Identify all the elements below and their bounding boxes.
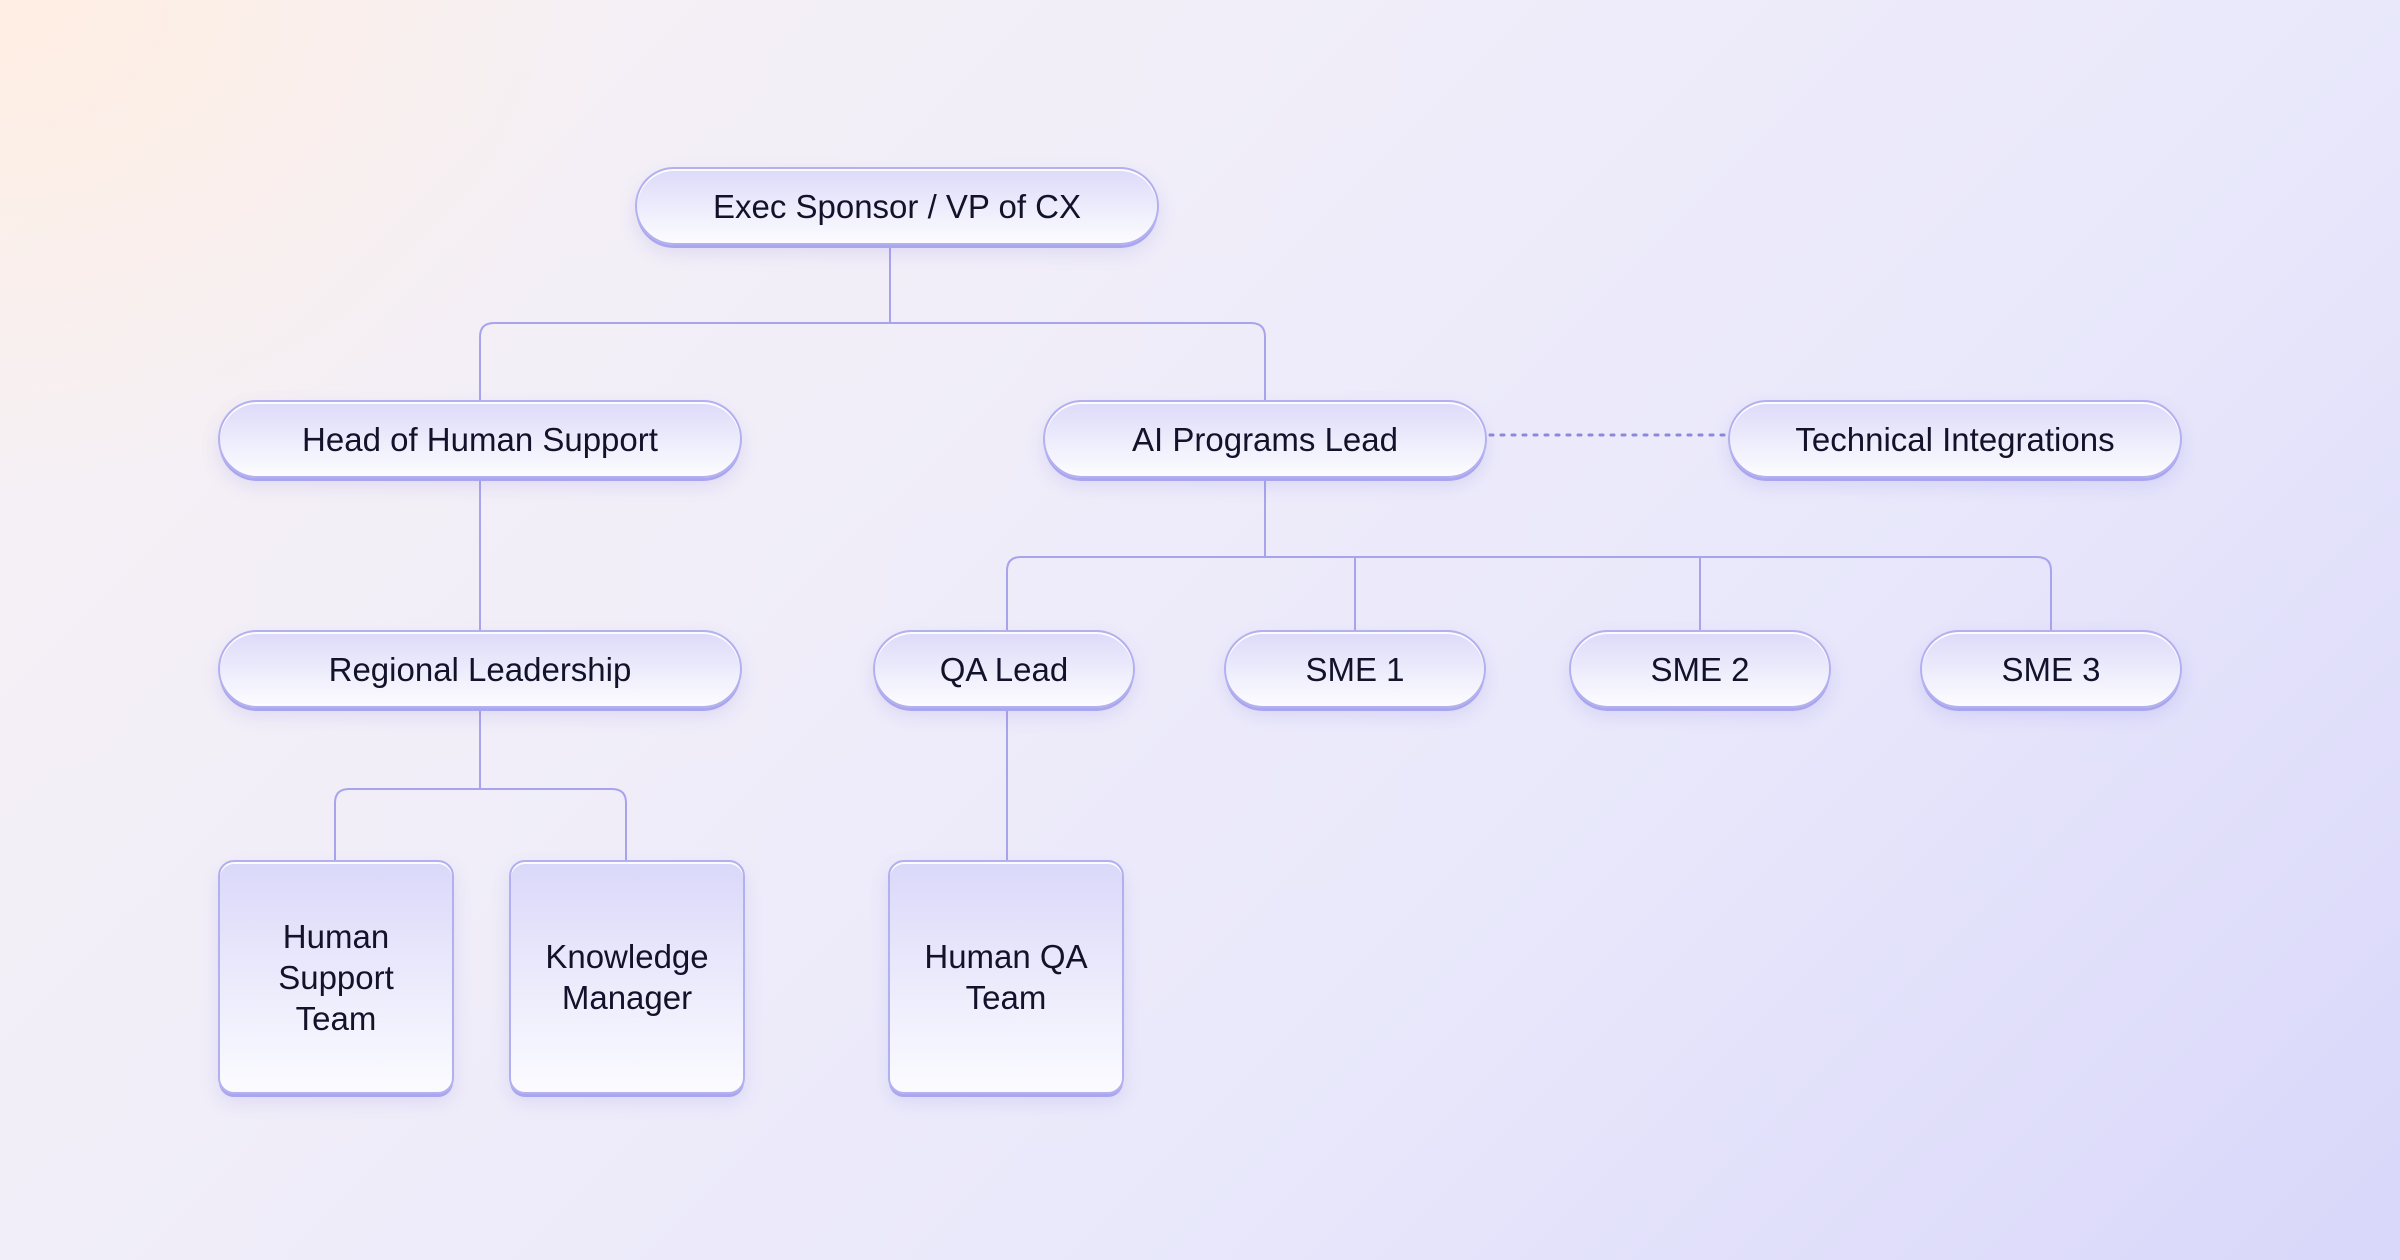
connector-regional-to-teams [334, 708, 627, 860]
connector-ai-to-level3 [1006, 478, 2052, 630]
node-human-qa-team: Human QA Team [888, 860, 1124, 1094]
node-regional-leadership: Regional Leadership [218, 630, 742, 708]
node-head-of-human-support: Head of Human Support [218, 400, 742, 478]
node-sme-1: SME 1 [1224, 630, 1486, 708]
node-knowledge-manager: Knowledge Manager [509, 860, 745, 1094]
node-human-support-team: Human Support Team [218, 860, 454, 1094]
node-exec-sponsor: Exec Sponsor / VP of CX [635, 167, 1159, 245]
node-sme-3: SME 3 [1920, 630, 2182, 708]
node-technical-integrations: Technical Integrations [1728, 400, 2182, 478]
connector-exec-to-level2 [479, 245, 1266, 400]
node-ai-programs-lead: AI Programs Lead [1043, 400, 1487, 478]
node-sme-2: SME 2 [1569, 630, 1831, 708]
node-qa-lead: QA Lead [873, 630, 1135, 708]
